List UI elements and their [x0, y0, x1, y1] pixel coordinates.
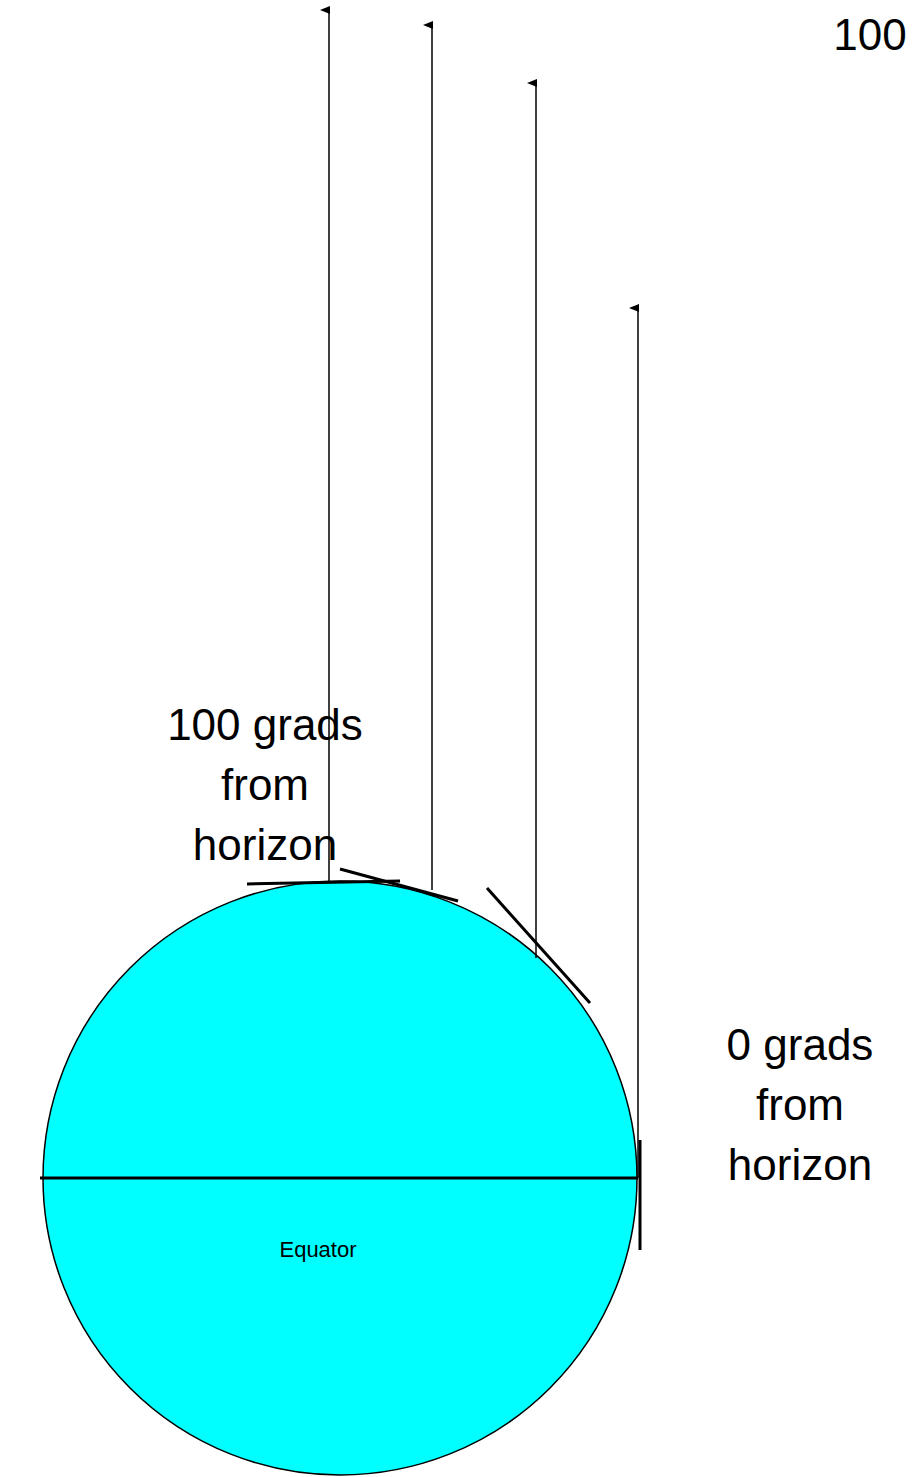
sun-ray: [637, 308, 639, 1178]
sun-ray: [328, 10, 330, 882]
angle-label: 0 grads from horizon: [690, 1015, 910, 1195]
equator-label: Equator: [279, 1237, 356, 1263]
angle-label: 100: [830, 5, 910, 65]
globe-outline: [42, 880, 638, 1476]
earth-globe: Equator: [42, 880, 638, 1476]
angle-label: 100 grads from horizon: [145, 695, 385, 875]
sun-ray: [431, 25, 433, 890]
tangent-line: [639, 1140, 642, 1250]
sun-ray: [535, 83, 537, 958]
